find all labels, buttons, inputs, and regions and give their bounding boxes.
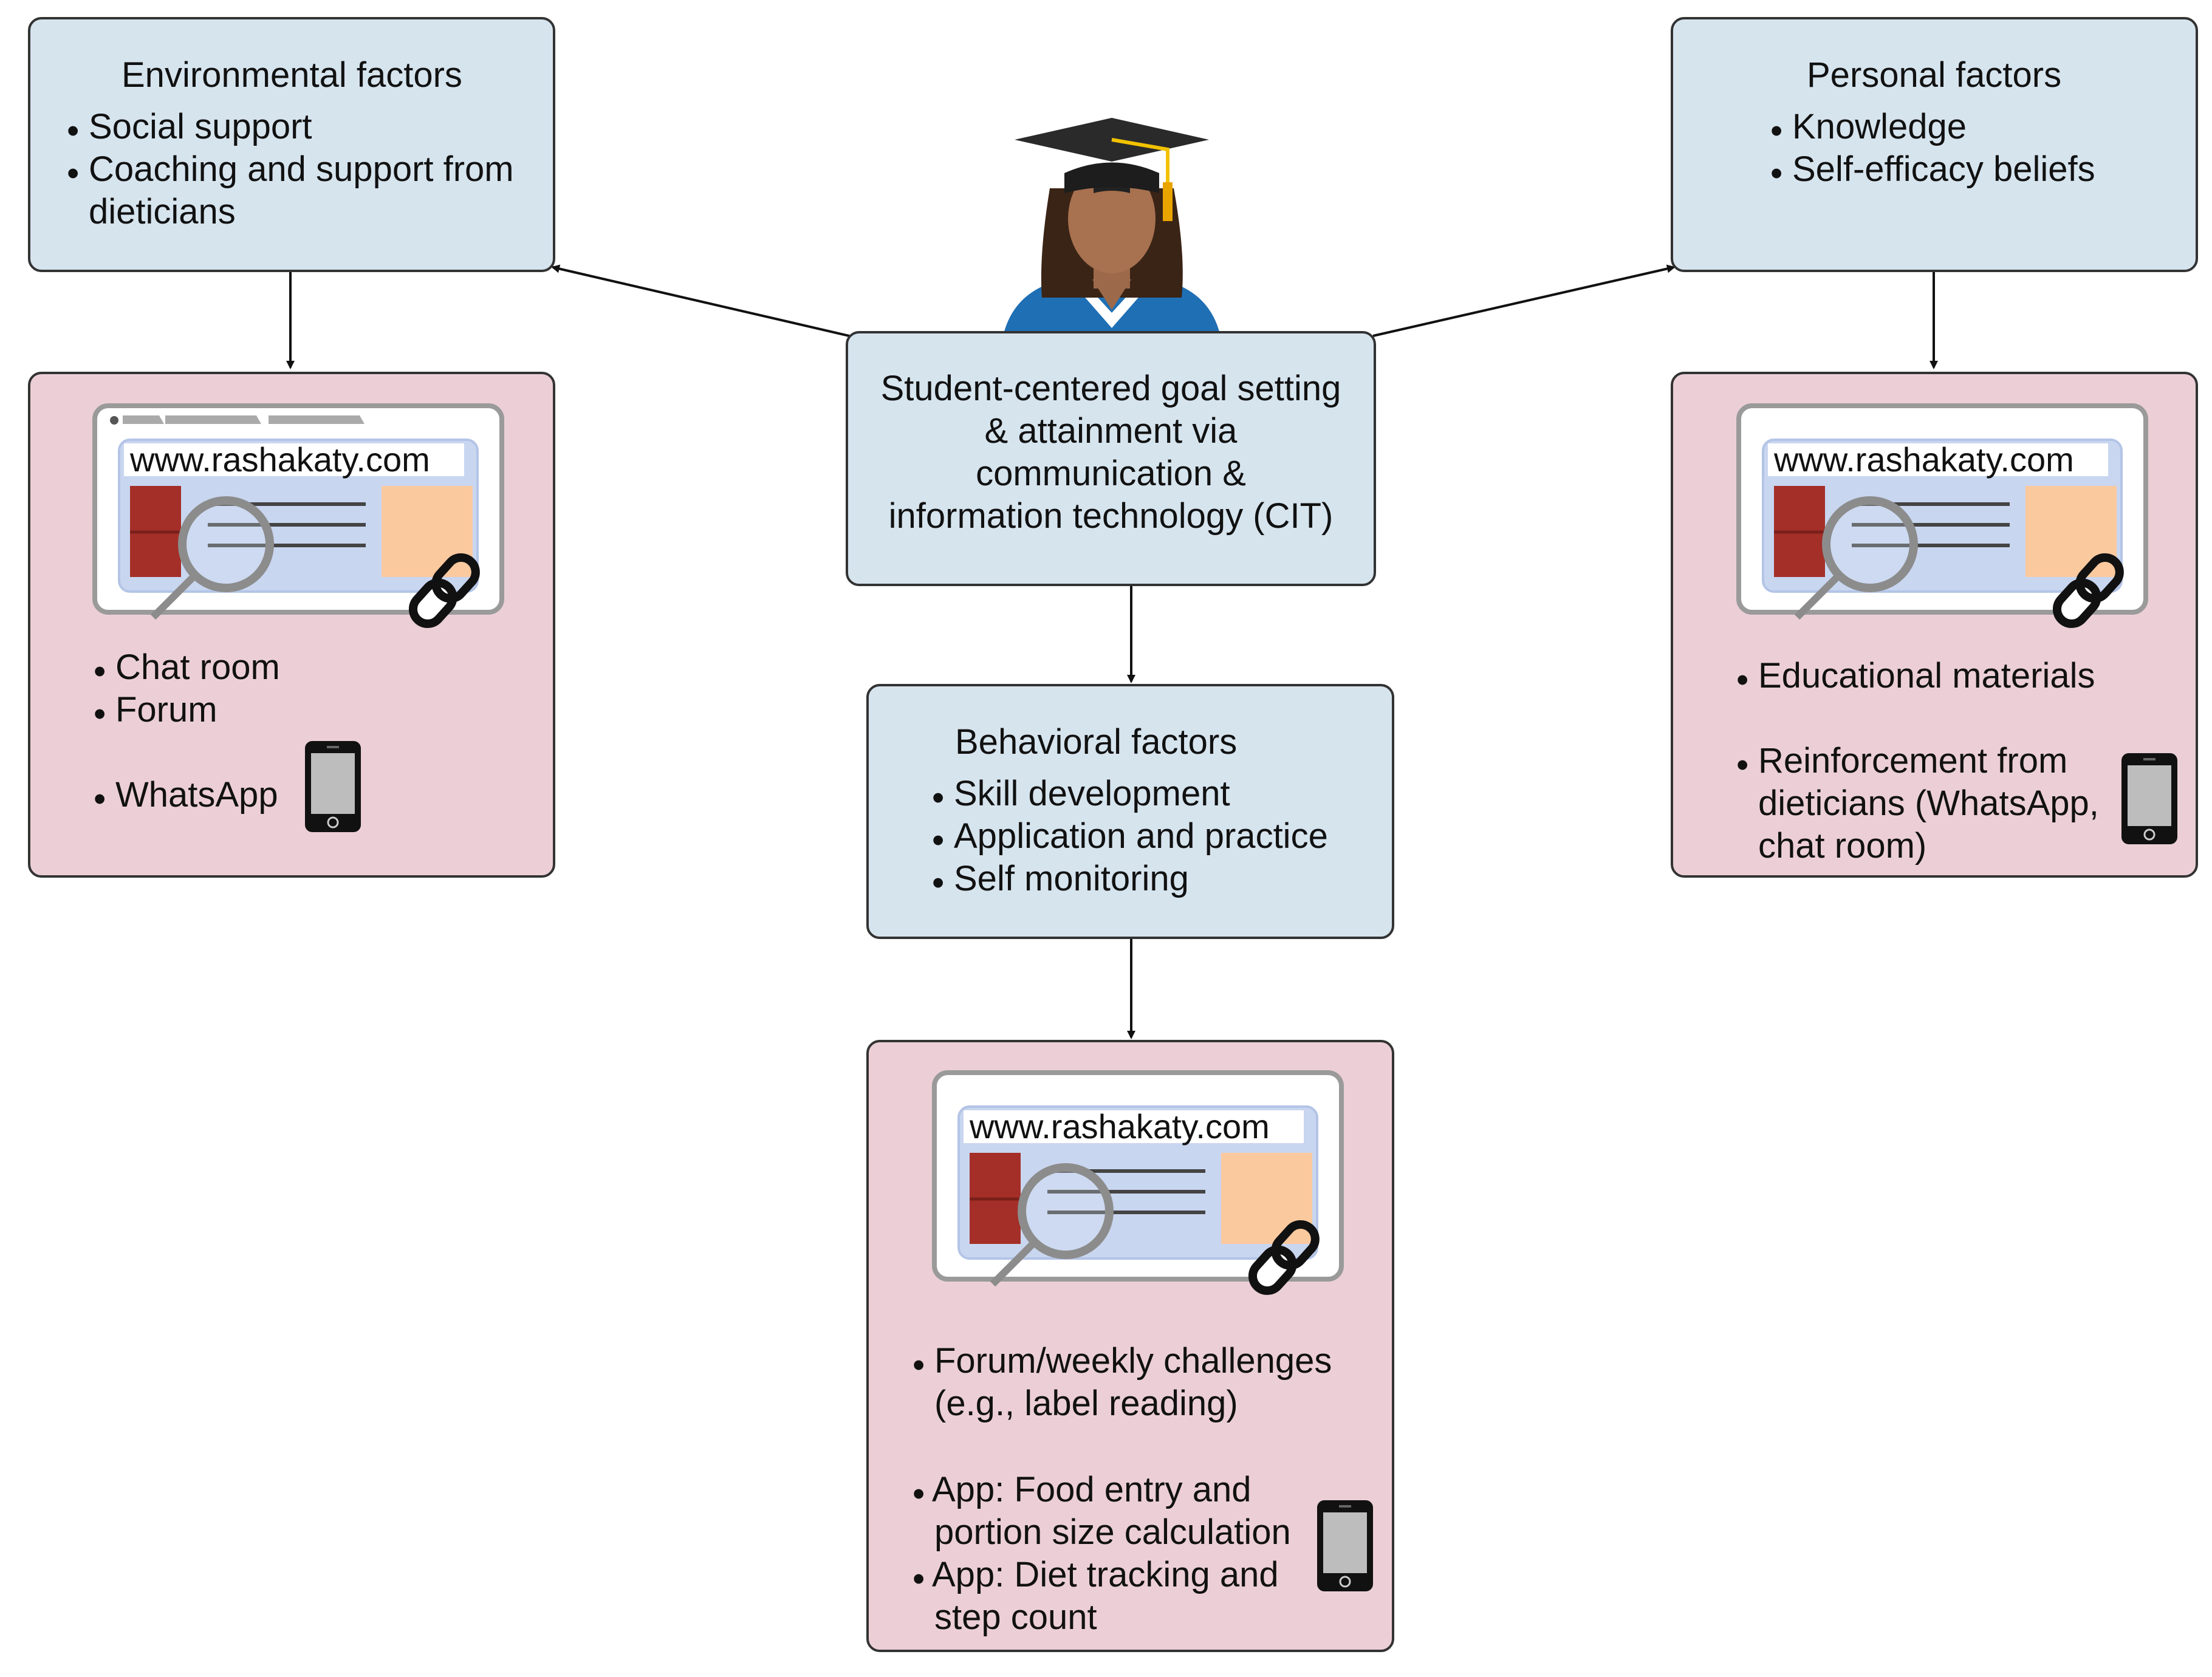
environmental-tools-box: www.rashakaty.com • Chat room • Forum • … bbox=[28, 372, 555, 878]
personal-factors-title: Personal factors bbox=[1807, 55, 2062, 95]
mobile-phone-icon bbox=[1317, 1500, 1373, 1591]
tool-item-whatsapp: WhatsApp bbox=[115, 775, 278, 815]
browser-url-text: www.rashakaty.com bbox=[1773, 440, 2074, 479]
bullet-icon: • bbox=[1736, 660, 1749, 700]
arrow-center-to-personal bbox=[1372, 264, 1676, 337]
environmental-item-social-support: Social support bbox=[89, 107, 312, 146]
tool-item-chat-room: Chat room bbox=[115, 647, 280, 687]
bullet-icon: • bbox=[94, 694, 106, 734]
mobile-phone-icon bbox=[305, 741, 361, 832]
browser-url-text: www.rashakaty.com bbox=[969, 1107, 1270, 1146]
bullet-icon: • bbox=[94, 779, 106, 819]
center-line-2: & attainment via bbox=[984, 411, 1238, 451]
tool-item-app-food-entry-line-2: portion size calculation bbox=[934, 1512, 1291, 1552]
personal-factors-box: Personal factors • Knowledge • Self-effi… bbox=[1671, 17, 2198, 272]
center-line-4: information technology (CIT) bbox=[888, 496, 1334, 536]
arrow-center-to-environmental bbox=[551, 264, 850, 337]
environmental-item-coaching: Coaching and support from bbox=[89, 149, 514, 189]
bullet-icon: • bbox=[932, 863, 945, 903]
bullet-icon: • bbox=[913, 1559, 925, 1599]
tool-item-forum: Forum bbox=[115, 690, 217, 729]
website-browser-icon: www.rashakaty.com bbox=[1736, 403, 2148, 628]
center-line-3: communication & bbox=[976, 454, 1246, 493]
bullet-icon: • bbox=[1770, 154, 1783, 193]
bullet-icon: • bbox=[67, 111, 80, 151]
bullet-icon: • bbox=[932, 821, 945, 860]
bullet-icon: • bbox=[67, 154, 80, 193]
website-browser-icon: www.rashakaty.com bbox=[932, 1070, 1344, 1295]
bullet-icon: • bbox=[913, 1345, 925, 1385]
center-line-1: Student-centered goal setting bbox=[880, 369, 1341, 408]
tool-item-forum-challenges: Forum/weekly challenges bbox=[934, 1341, 1332, 1381]
tool-item-app-food-entry: App: Food entry and bbox=[932, 1470, 1252, 1509]
browser-url-text: www.rashakaty.com bbox=[129, 440, 430, 479]
behavioral-item-self-monitoring: Self monitoring bbox=[954, 859, 1189, 898]
behavioral-factors-box: Behavioral factors • Skill development •… bbox=[866, 684, 1394, 939]
bullet-icon: • bbox=[1770, 111, 1783, 151]
environmental-factors-title: Environmental factors bbox=[122, 55, 462, 95]
personal-item-self-efficacy: Self-efficacy beliefs bbox=[1792, 149, 2095, 189]
tool-item-app-diet-tracking-line-2: step count bbox=[934, 1597, 1097, 1637]
behavioral-item-skill: Skill development bbox=[954, 774, 1230, 813]
bullet-icon: • bbox=[932, 778, 945, 818]
environmental-factors-box: Environmental factors • Social support •… bbox=[28, 17, 555, 272]
bullet-icon: • bbox=[913, 1474, 925, 1514]
personal-tools-box: www.rashakaty.com • Educational material… bbox=[1671, 372, 2198, 878]
website-browser-icon: www.rashakaty.com bbox=[92, 403, 504, 628]
behavioral-tools-box: www.rashakaty.com • Forum/weekly challen… bbox=[866, 1040, 1394, 1652]
tool-item-reinforcement-line-2: dieticians (WhatsApp, bbox=[1758, 784, 2099, 823]
bullet-icon: • bbox=[1736, 745, 1749, 785]
behavioral-item-application: Application and practice bbox=[954, 816, 1328, 856]
environmental-item-coaching-cont: dieticians bbox=[89, 192, 236, 231]
tool-item-educational-materials: Educational materials bbox=[1758, 656, 2095, 695]
tool-item-reinforcement-line-3: chat room) bbox=[1758, 826, 1927, 866]
personal-item-knowledge: Knowledge bbox=[1792, 107, 1967, 146]
tool-item-forum-challenges-line-2: (e.g., label reading) bbox=[934, 1384, 1238, 1423]
behavioral-factors-title: Behavioral factors bbox=[955, 722, 1238, 762]
graduate-student-icon bbox=[1001, 118, 1222, 346]
student-centered-box: Student-centered goal setting & attainme… bbox=[846, 331, 1376, 586]
tool-item-app-diet-tracking: App: Diet tracking and bbox=[932, 1555, 1279, 1594]
bullet-icon: • bbox=[94, 652, 106, 691]
tool-item-reinforcement: Reinforcement from bbox=[1758, 741, 2068, 780]
mobile-phone-icon bbox=[2121, 753, 2177, 844]
